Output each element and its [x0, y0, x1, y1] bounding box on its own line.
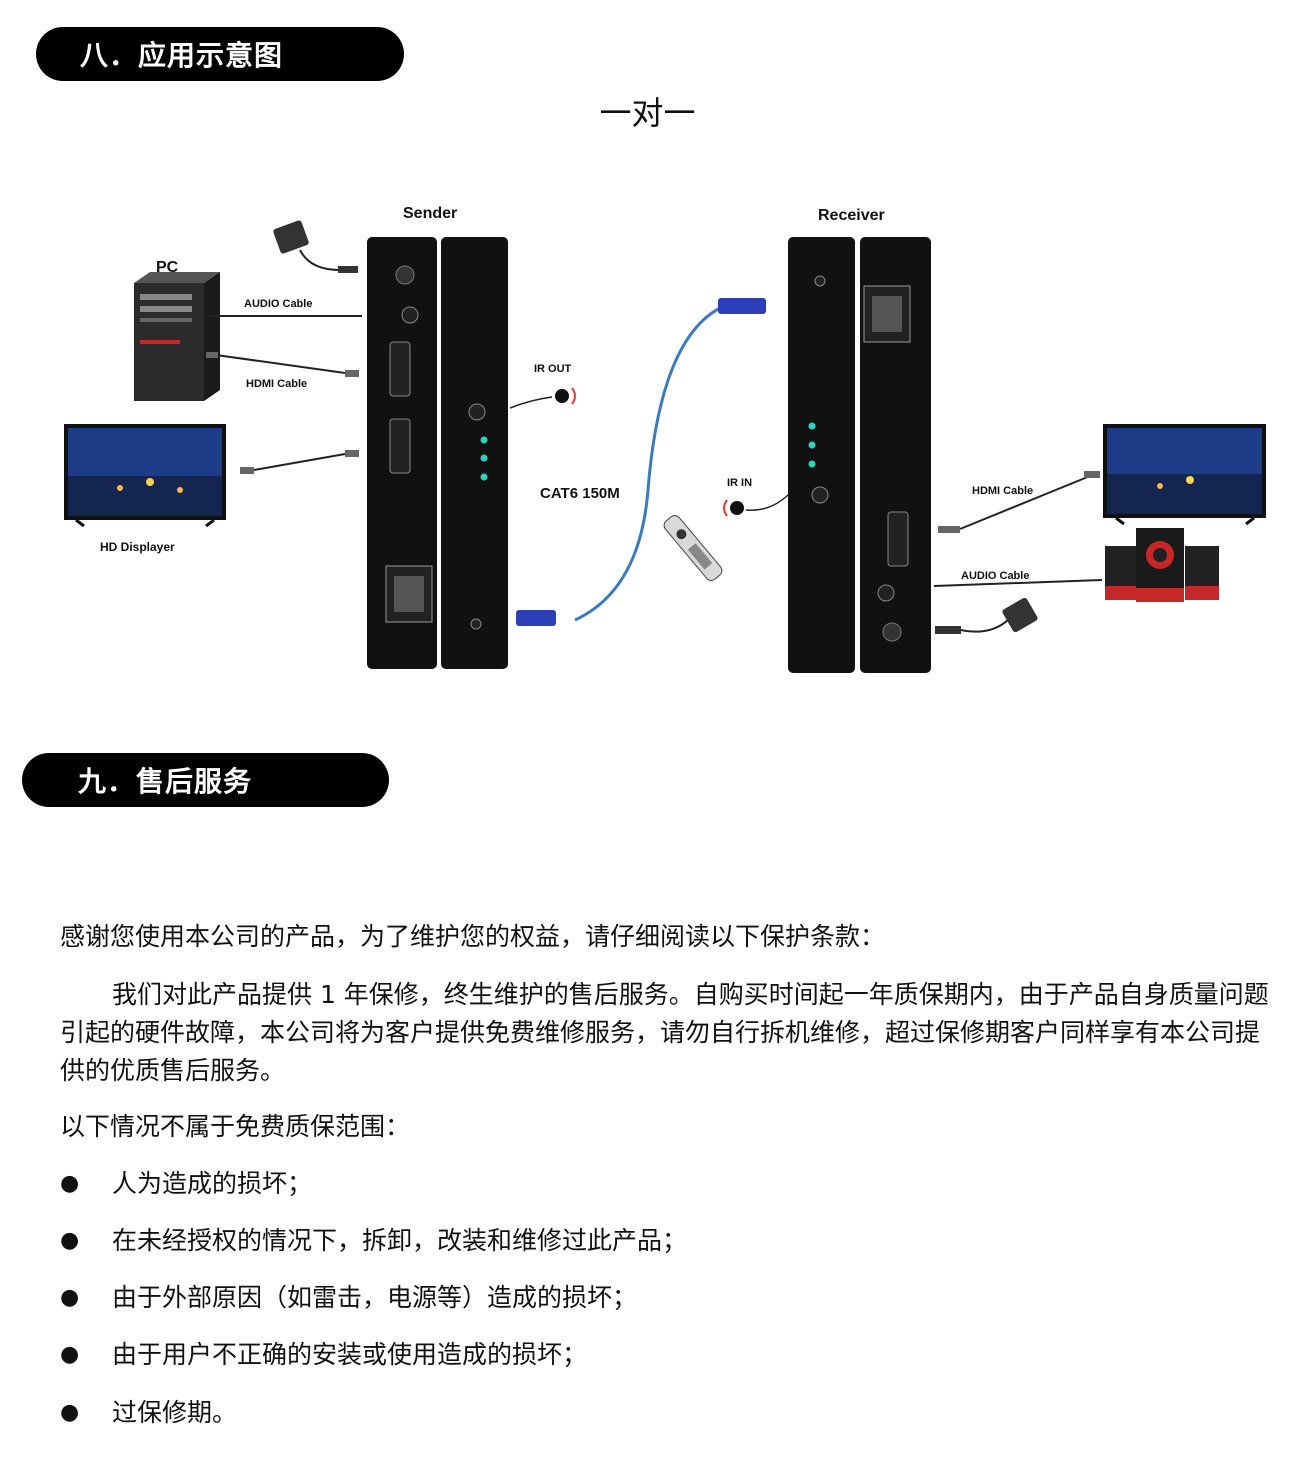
ir-in-label: IR IN [727, 477, 752, 489]
cat6-label: CAT6 150M [540, 485, 620, 502]
diagram-subtitle: 一对一 [599, 94, 696, 132]
exclusion-item: ● 过保修期。 [60, 1394, 237, 1432]
rx-audio-cable [933, 579, 1103, 587]
warranty-paragraph: 我们对此产品提供 1 年保修，终生维护的售后服务。自购买时间起一年质保期内，由于… [60, 980, 1269, 1085]
exclusions-title: 以下情况不属于免费质保范围： [60, 1112, 411, 1141]
rx-hdmi-cable [959, 475, 1091, 530]
exclusion-text: 由于外部原因（如雷击，电源等）造成的损坏； [112, 1283, 638, 1312]
section-8-title: 八．应用示意图 [80, 39, 284, 72]
exclusion-text: 人为造成的损坏； [112, 1169, 313, 1198]
hd-display-icon [64, 424, 226, 528]
sender-label: Sender [403, 205, 457, 222]
ir-out-label: IR OUT [534, 363, 572, 375]
bullet-icon: ● [60, 1285, 80, 1310]
exclusion-text: 在未经授权的情况下，拆卸，改装和维修过此产品； [112, 1226, 688, 1255]
exclusion-item: ● 在未经授权的情况下，拆卸，改装和维修过此产品； [60, 1222, 687, 1260]
audio-cable-label: AUDIO Cable [244, 298, 312, 310]
section-9-heading: 九．售后服务 [22, 753, 389, 807]
application-diagram: PC HD Displayer AUDIO Cable HDMI Cable S… [64, 205, 1266, 673]
bullet-icon: ● [60, 1342, 80, 1367]
exclusion-text: 过保修期。 [112, 1398, 238, 1427]
intro-paragraph: 感谢您使用本公司的产品，为了维护您的权益，请仔细阅读以下保护条款： [60, 922, 886, 951]
bullet-icon: ● [60, 1228, 80, 1253]
receiver-label: Receiver [818, 207, 885, 224]
cat6-cable [574, 306, 721, 622]
hdmi-cable-label: HDMI Cable [246, 378, 307, 390]
rx-hdmi-cable-label: HDMI Cable [972, 485, 1033, 497]
display-hdmi-cable [253, 453, 346, 471]
ir-receiver-icon [730, 501, 744, 515]
remote-control-icon [663, 515, 723, 581]
rx-power-adapter-icon [935, 597, 1038, 634]
sender-device [367, 237, 508, 669]
speakers-icon [1105, 528, 1219, 602]
hdmi-cable [215, 354, 346, 374]
pc-label: PC [156, 259, 179, 276]
exclusion-text: 由于用户不正确的安装或使用造成的损坏； [112, 1340, 588, 1369]
section-9-title: 九．售后服务 [78, 765, 253, 798]
rx-display-icon [1103, 424, 1266, 526]
exclusion-item: ● 由于用户不正确的安装或使用造成的损坏； [60, 1336, 587, 1374]
bullet-icon: ● [60, 1171, 80, 1196]
receiver-device [788, 237, 931, 673]
pc-tower-icon [134, 272, 220, 401]
exclusion-item: ● 由于外部原因（如雷击，电源等）造成的损坏； [60, 1279, 637, 1317]
bullet-icon: ● [60, 1400, 80, 1425]
section-8-heading: 八．应用示意图 [36, 27, 404, 81]
power-adapter-icon [273, 220, 358, 273]
ir-emitter-icon [555, 389, 569, 403]
rx-audio-cable-label: AUDIO Cable [961, 570, 1029, 582]
exclusion-item: ● 人为造成的损坏； [60, 1165, 312, 1203]
hd-displayer-label: HD Displayer [100, 540, 175, 554]
